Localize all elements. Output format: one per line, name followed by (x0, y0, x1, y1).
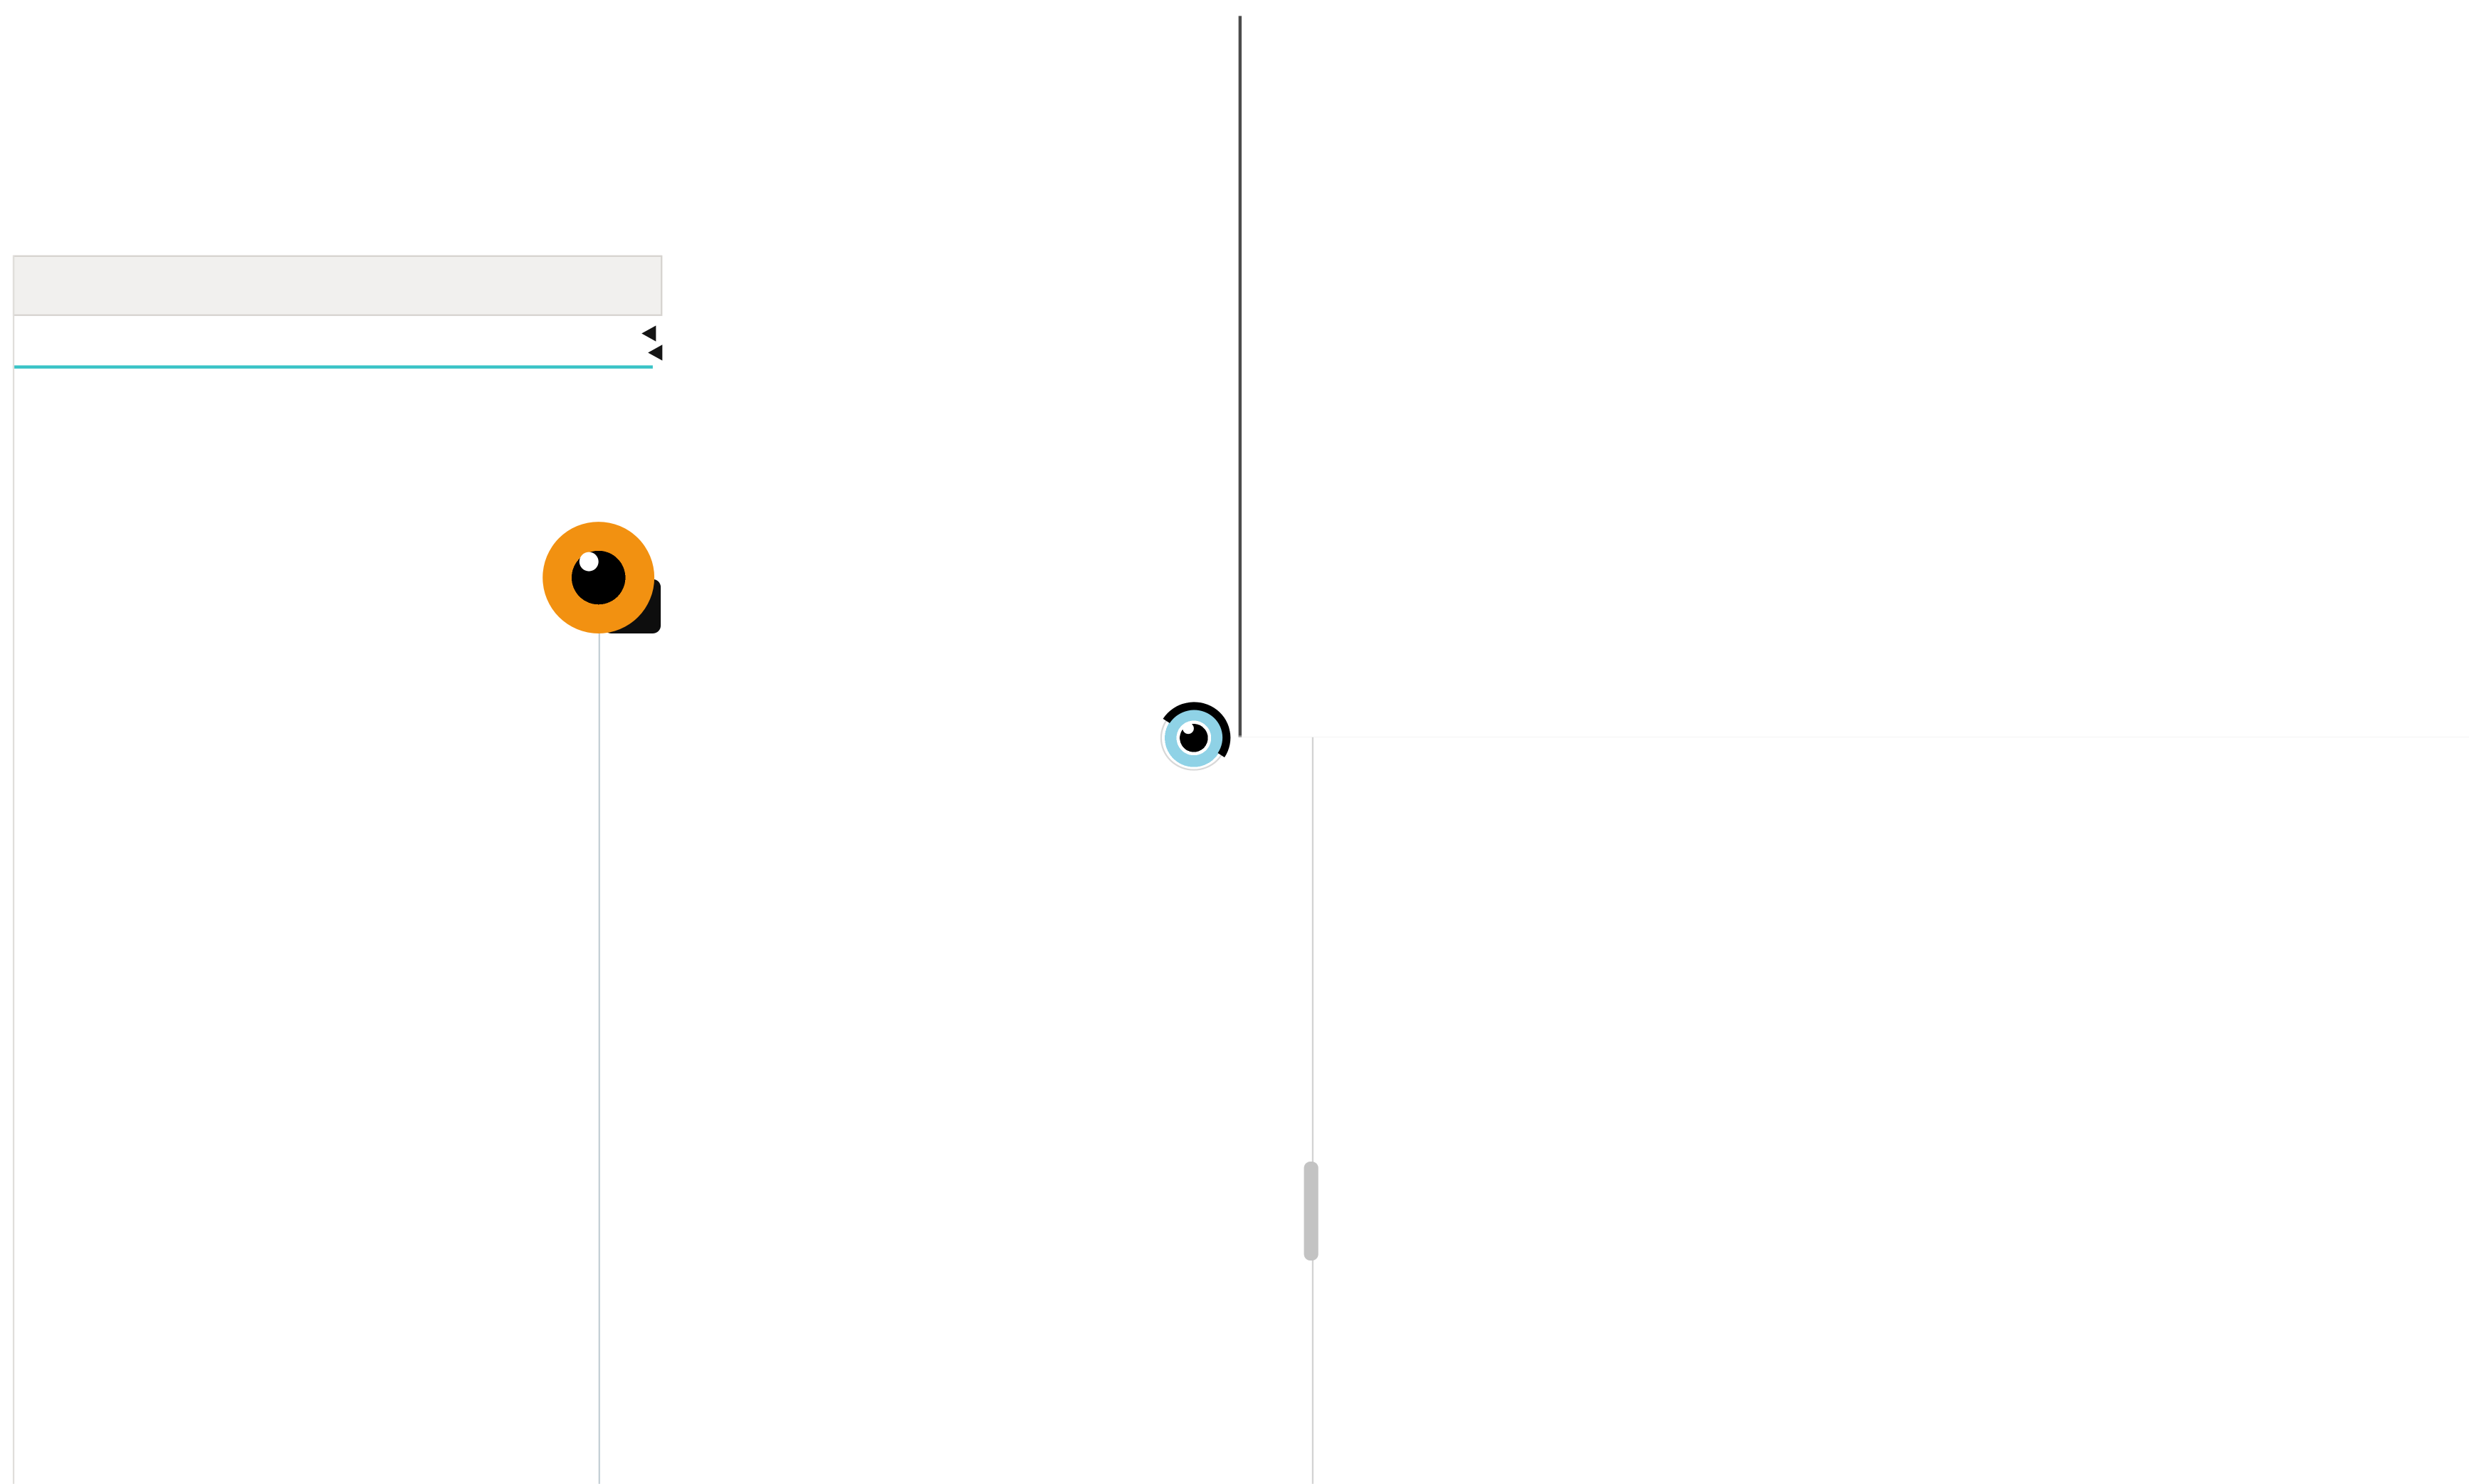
eye-lid (1150, 695, 1237, 781)
uml-edge-layer (1242, 16, 2469, 737)
eye-logo-blue (1150, 695, 1237, 781)
eye-glint (1183, 722, 1194, 735)
structure-tree (13, 370, 599, 1484)
panel-left-border (12, 255, 15, 1484)
scrollbar-thumb[interactable] (1304, 1162, 1319, 1261)
uml-class-diagram-canvas[interactable] (1242, 16, 2469, 737)
eye-iris (1160, 705, 1227, 771)
panel-collapse-arrow-icon[interactable] (648, 344, 663, 361)
diagram-panel-border (1238, 16, 1242, 737)
eye-logo-orange (542, 522, 661, 633)
toolbar (12, 255, 663, 316)
panel-collapse-arrow-icon[interactable] (641, 325, 656, 342)
eye-glint (579, 552, 599, 572)
tree-focus-line (12, 365, 653, 369)
eye-iris (542, 522, 655, 633)
scrollbar-track[interactable] (1311, 737, 1314, 1484)
panel-splitter[interactable] (598, 619, 600, 1484)
